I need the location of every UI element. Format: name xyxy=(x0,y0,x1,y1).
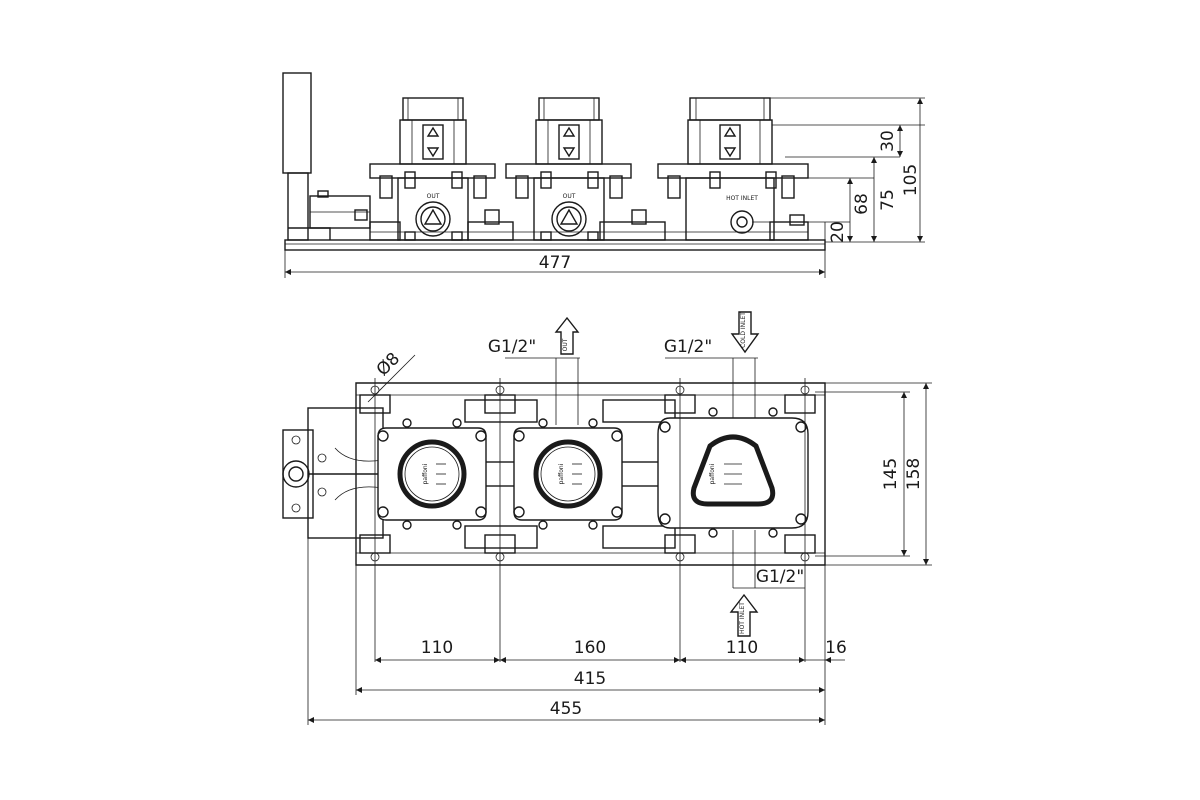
dim-68: 68 xyxy=(852,193,872,215)
plan-module-2: paffoni xyxy=(513,418,623,530)
brand-mark-3: paffoni xyxy=(709,463,716,484)
dim-30: 30 xyxy=(878,130,898,152)
brand-mark-1: paffoni xyxy=(422,463,429,484)
dim-75: 75 xyxy=(878,189,898,211)
dim-455: 455 xyxy=(550,699,582,719)
brand-mark-2: paffoni xyxy=(558,463,565,484)
dim-105: 105 xyxy=(901,164,921,196)
thread-cold: G1/2" xyxy=(664,337,712,357)
dim-477: 477 xyxy=(539,253,571,273)
dim-110-right: 110 xyxy=(726,638,758,658)
dim-20: 20 xyxy=(828,221,848,243)
arrow-label-cold: COLD INLET xyxy=(740,312,747,348)
plan-module-1: paffoni xyxy=(377,418,487,530)
front-module-2: OUT xyxy=(505,97,632,241)
front-view: OUT OUT xyxy=(282,72,925,278)
front-module-1: OUT xyxy=(369,97,496,241)
dim-145: 145 xyxy=(881,458,901,490)
arrow-label-out: OUT xyxy=(562,338,569,351)
thread-out: G1/2" xyxy=(488,337,536,357)
dim-16: 16 xyxy=(825,638,847,658)
arrow-label-hot: HOT INLET xyxy=(739,602,746,634)
dim-160: 160 xyxy=(574,638,606,658)
dim-415: 415 xyxy=(574,669,606,689)
front-base-plate xyxy=(284,239,826,251)
dim-110-left: 110 xyxy=(421,638,453,658)
front-label-out-2: OUT xyxy=(563,193,576,200)
arrow-hot-inlet xyxy=(729,593,759,637)
plan-module-3: paffoni xyxy=(657,407,809,538)
front-post xyxy=(282,72,312,174)
plan-bracket xyxy=(307,407,384,539)
dim-diameter-8: Ø8 xyxy=(373,349,404,380)
arrow-out xyxy=(554,316,580,355)
dim-158: 158 xyxy=(904,458,924,490)
front-label-hot-inlet: HOT INLET xyxy=(726,195,758,202)
front-module-3: HOT INLET xyxy=(657,97,809,241)
plan-view: paffoni paffoni paffoni xyxy=(282,311,932,725)
thread-hot: G1/2" xyxy=(756,567,804,587)
arrow-cold-inlet xyxy=(730,311,760,354)
front-label-out-1: OUT xyxy=(427,193,440,200)
